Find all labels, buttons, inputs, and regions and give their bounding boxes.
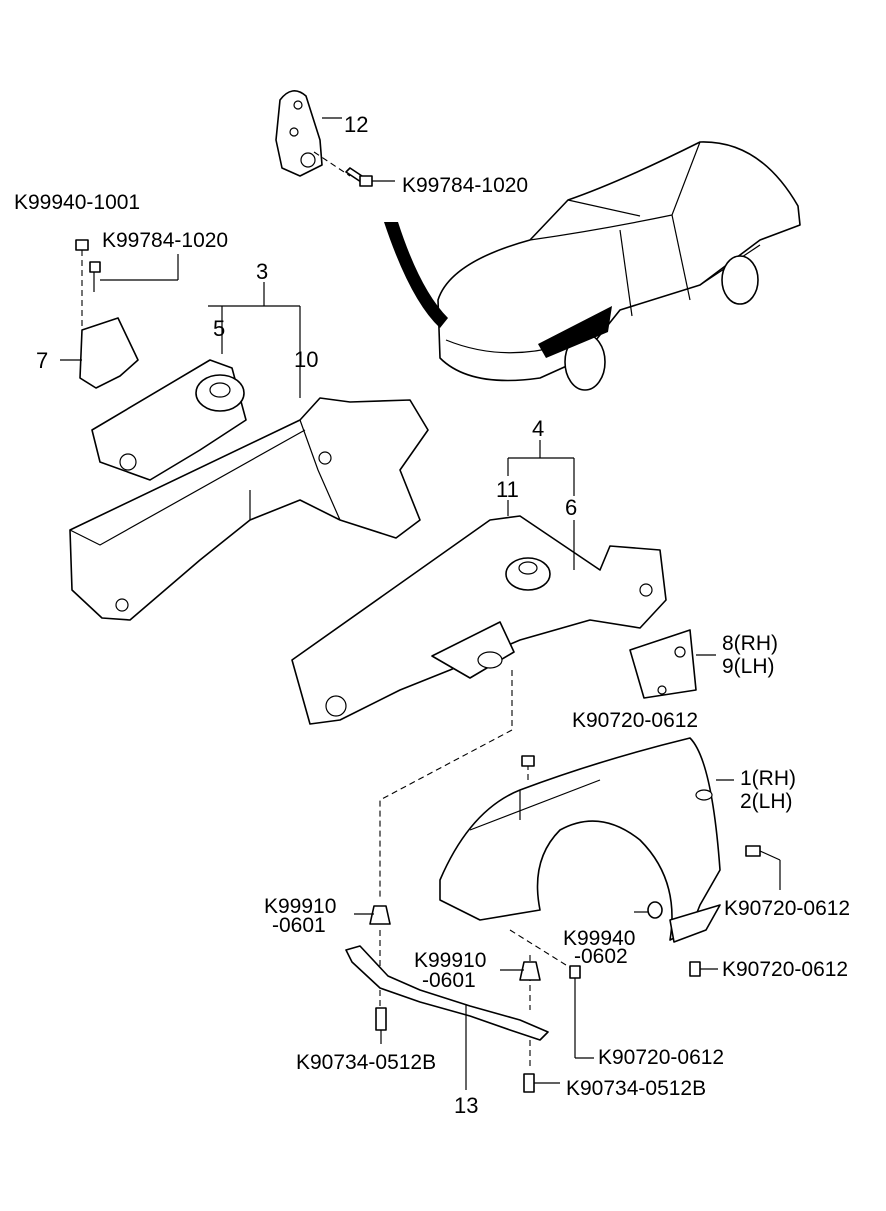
label-part-2: 2(LH) [740, 790, 793, 813]
car-illustration [384, 141, 801, 391]
front-side-member-left-part-10 [69, 397, 429, 621]
bracket-part-13 [345, 945, 560, 1093]
label-screw-bottom: K90720-0612 [598, 1046, 725, 1069]
label-clip-mid-b: -0601 [422, 969, 476, 992]
label-part-6: 6 [565, 495, 578, 520]
label-clip-left-b: -0601 [272, 914, 326, 937]
label-screw-fender-right: K90720-0612 [724, 897, 851, 920]
label-part-4: 4 [532, 416, 545, 441]
label-part-5: 5 [213, 316, 226, 341]
bolt-top [313, 151, 395, 187]
label-part-7: 7 [36, 348, 49, 373]
label-nut-fender-a: K99940 [563, 927, 636, 950]
label-part-9: 9(LH) [722, 655, 775, 678]
label-part-11: 11 [496, 477, 519, 502]
label-part-1: 1(RH) [740, 767, 796, 790]
label-part-13: 13 [454, 1093, 479, 1118]
label-bolt-left: K99784-1020 [102, 229, 229, 252]
label-screw-fender-low: K90720-0612 [722, 958, 849, 981]
front-side-member-right-part-6 [291, 440, 667, 725]
apron-panel-part-5 [91, 282, 301, 481]
label-part-3: 3 [256, 259, 269, 284]
label-part-10: 10 [294, 347, 319, 372]
label-screw-fender-top: K90720-0612 [572, 709, 699, 732]
label-clip-left-a: K99910 [264, 895, 337, 918]
label-bolt-bracket-right: K90734-0512B [566, 1077, 707, 1100]
label-nut-fender-b: -0602 [574, 945, 628, 968]
front-fender-part-1-2 [439, 737, 734, 943]
label-bolt-top: K99784-1020 [402, 174, 529, 197]
label-nut-left: K99940-1001 [14, 191, 141, 214]
bracket-part-7 [60, 239, 179, 389]
label-part-8: 8(RH) [722, 632, 778, 655]
bracket-plate-part-12 [275, 90, 342, 177]
fasteners [354, 845, 781, 1059]
label-part-12: 12 [344, 112, 369, 137]
label-clip-mid-a: K99910 [414, 949, 487, 972]
reinforcement-part-8-9 [629, 629, 716, 699]
label-bolt-bracket-left: K90734-0512B [296, 1051, 437, 1074]
